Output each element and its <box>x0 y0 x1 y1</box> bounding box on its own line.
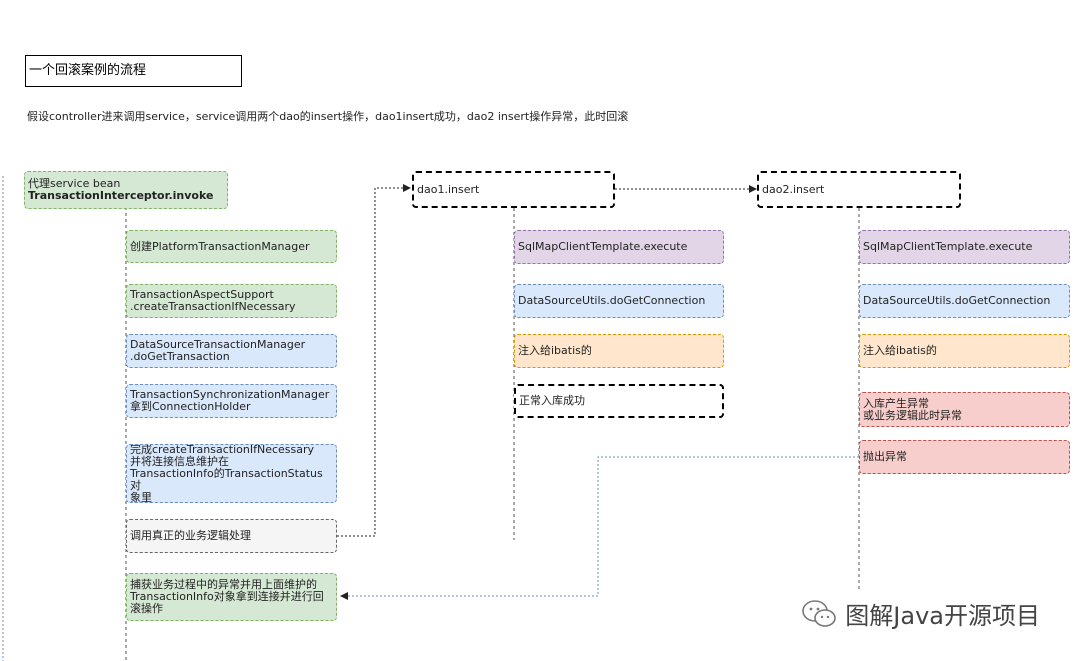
do-get-transaction-node: DataSourceTransactionManager.doGetTransa… <box>126 334 337 368</box>
wechat-icon <box>802 599 837 627</box>
business-logic-node: 调用真正的业务逻辑处理 <box>126 519 337 553</box>
create-platform-tx-manager-node: 创建PlatformTransactionManager <box>126 230 337 263</box>
dao2-exception-node: 入库产生异常或业务逻辑此时异常 <box>859 392 1070 427</box>
throw-exception-node: 抛出异常 <box>859 440 1070 474</box>
create-transaction-node: TransactionAspectSupport.createTransacti… <box>126 284 337 318</box>
watermark: 图解Java开源项目 <box>801 596 1040 631</box>
dao2-inject-ibatis-node: 注入给ibatis的 <box>859 334 1070 368</box>
dao1-insert-success-node: 正常入库成功 <box>514 384 724 418</box>
interceptor-label: TransactionInterceptor.invoke <box>28 189 214 202</box>
dao1-get-connection-node: DataSourceUtils.doGetConnection <box>514 284 724 318</box>
service-bean-label: 代理service bean <box>28 177 121 190</box>
dao1-sqlmap-node: SqlMapClientTemplate.execute <box>514 230 724 264</box>
dao1-inject-ibatis-node: 注入给ibatis的 <box>514 334 724 368</box>
call-dao1-arrow <box>337 184 411 537</box>
watermark-text: 图解Java开源项目 <box>845 602 1040 630</box>
dao2-get-connection-node: DataSourceUtils.doGetConnection <box>859 284 1070 318</box>
dao1-insert-node: dao1.insert <box>412 171 615 208</box>
dao2-insert-node: dao2.insert <box>757 171 961 208</box>
page-title: 一个回滚案例的流程 <box>25 55 242 87</box>
dao2-sqlmap-node: SqlMapClientTemplate.execute <box>859 230 1070 264</box>
scenario-description: 假设controller进来调用service，service调用两个dao的i… <box>27 110 629 123</box>
exception-return-arrow <box>340 456 859 600</box>
service-bean-node: 代理service bean TransactionInterceptor.in… <box>24 171 228 209</box>
